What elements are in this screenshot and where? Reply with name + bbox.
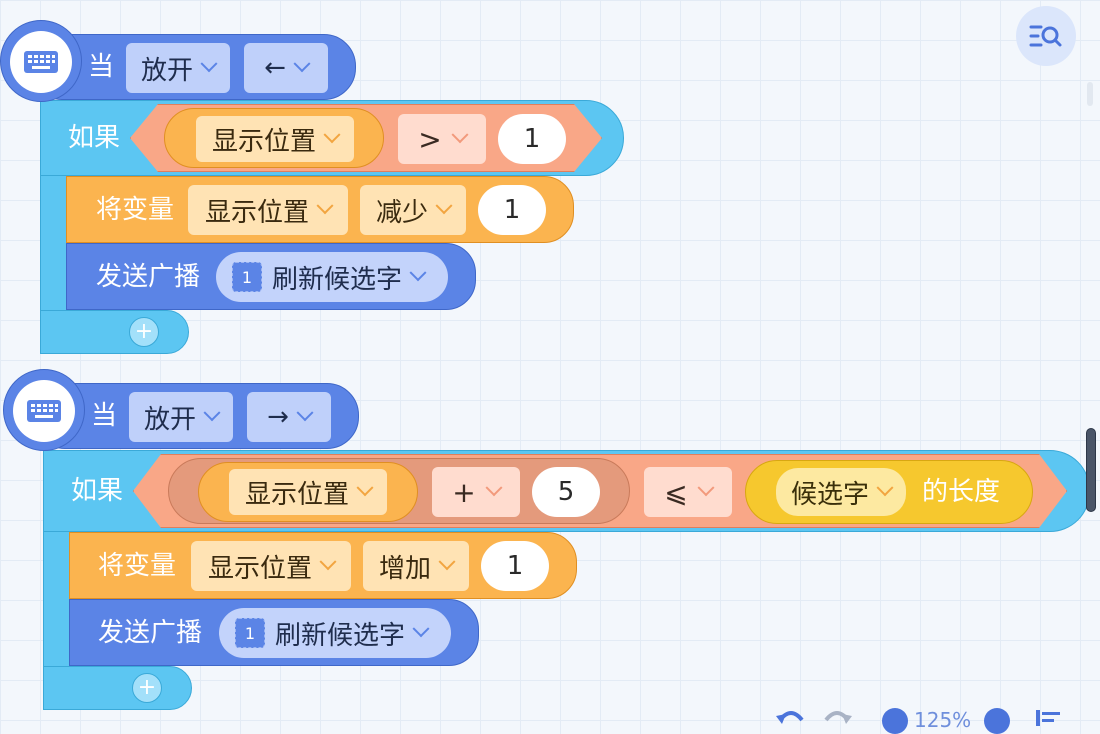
keyboard-icon <box>10 31 72 93</box>
keyboard-icon <box>13 380 75 442</box>
chevron-down-icon <box>435 197 453 215</box>
operator-dropdown-label: > <box>418 122 442 156</box>
broadcast-message-dropdown-2[interactable]: 1 刷新候选字 <box>219 608 451 658</box>
set-variable-var-label: 显示位置 <box>207 553 312 584</box>
chevron-down-icon <box>438 553 456 571</box>
list-dropdown-2[interactable]: 候选字 <box>776 468 906 516</box>
chevron-down-icon <box>323 126 341 144</box>
chevron-down-icon <box>203 404 221 422</box>
number-input-1[interactable]: 1 <box>498 114 566 164</box>
chevron-down-icon <box>409 264 427 282</box>
event-dropdown-label: 放开 <box>140 55 193 86</box>
chevron-down-icon <box>451 126 469 144</box>
variable-dropdown-2[interactable]: 显示位置 <box>229 469 387 515</box>
set-variable-var-dropdown-1[interactable]: 显示位置 <box>188 185 348 235</box>
key-dropdown-1[interactable]: ← <box>244 43 328 93</box>
variable-dropdown-1[interactable]: 显示位置 <box>196 116 354 162</box>
set-variable-op-label: 增加 <box>378 553 431 584</box>
hat-when-label-1: 当 <box>88 52 115 82</box>
align-blocks-icon[interactable] <box>1036 710 1062 726</box>
set-variable-label-2: 将变量 <box>98 551 177 581</box>
broadcast-message-dropdown-1[interactable]: 1 刷新候选字 <box>216 252 448 302</box>
vertical-scrollbar-track-top <box>1087 82 1093 106</box>
chevron-down-icon <box>356 479 374 497</box>
chevron-down-icon <box>319 553 337 571</box>
search-blocks-button[interactable] <box>1016 6 1076 66</box>
chevron-down-icon <box>316 197 334 215</box>
undo-icon[interactable] <box>776 706 806 726</box>
if-label-1: 如果 <box>68 123 121 153</box>
set-variable-op-dropdown-2[interactable]: 增加 <box>363 541 469 591</box>
event-dropdown-1[interactable]: 放开 <box>126 43 230 93</box>
arith-operator-dropdown-2[interactable]: + <box>432 467 520 517</box>
message-icon: 1 <box>235 618 265 648</box>
set-variable-value: 1 <box>506 551 524 581</box>
chevron-down-icon <box>485 479 503 497</box>
redo-icon[interactable] <box>822 706 852 726</box>
add-else-button-1[interactable]: + <box>129 317 159 347</box>
list-search-icon <box>1029 25 1062 47</box>
set-variable-value-1[interactable]: 1 <box>478 185 546 235</box>
zoom-in-button[interactable] <box>984 708 1010 734</box>
number-input-value: 1 <box>523 124 541 154</box>
set-variable-var-dropdown-2[interactable]: 显示位置 <box>191 541 351 591</box>
arith-operator-label: + <box>452 475 476 509</box>
variable-dropdown-label: 显示位置 <box>211 126 316 157</box>
event-dropdown-label: 放开 <box>143 404 196 435</box>
if-label-2: 如果 <box>71 476 124 506</box>
chevron-down-icon <box>876 479 894 497</box>
chevron-down-icon <box>200 55 218 73</box>
add-else-button-2[interactable]: + <box>132 673 162 703</box>
variable-dropdown-label: 显示位置 <box>244 479 349 510</box>
list-dropdown-label: 候选字 <box>790 479 869 510</box>
compare-operator-dropdown-2[interactable]: ⩽ <box>644 467 732 517</box>
chevron-down-icon <box>412 620 430 638</box>
broadcast-message-label: 刷新候选字 <box>272 264 403 295</box>
length-label-2: 的长度 <box>922 477 1001 507</box>
if-add-tab-1 <box>40 310 189 354</box>
chevron-down-icon <box>293 55 311 73</box>
chevron-down-icon <box>296 404 314 422</box>
arith-number-input-2[interactable]: 5 <box>532 467 600 517</box>
chevron-down-icon <box>697 479 715 497</box>
zoom-out-button[interactable] <box>882 708 908 734</box>
set-variable-value: 1 <box>503 195 521 225</box>
operator-dropdown-1[interactable]: > <box>398 114 486 164</box>
key-dropdown-label: ← <box>264 53 286 83</box>
arith-number-value: 5 <box>557 477 575 507</box>
hat-when-label-2: 当 <box>91 401 118 431</box>
message-icon: 1 <box>232 262 262 292</box>
set-variable-op-label: 减少 <box>375 197 428 228</box>
key-dropdown-label: → <box>267 402 289 432</box>
broadcast-label-1: 发送广播 <box>96 262 201 292</box>
set-variable-value-2[interactable]: 1 <box>481 541 549 591</box>
set-variable-var-label: 显示位置 <box>204 197 309 228</box>
vertical-scrollbar-thumb[interactable] <box>1086 428 1096 512</box>
set-variable-op-dropdown-1[interactable]: 减少 <box>360 185 466 235</box>
key-dropdown-2[interactable]: → <box>247 392 331 442</box>
event-dropdown-2[interactable]: 放开 <box>129 392 233 442</box>
broadcast-message-label: 刷新候选字 <box>275 620 406 651</box>
compare-operator-label: ⩽ <box>664 475 688 509</box>
broadcast-label-2: 发送广播 <box>98 618 203 648</box>
if-add-tab-2 <box>43 666 192 710</box>
set-variable-label-1: 将变量 <box>96 195 175 225</box>
zoom-level: 125% <box>914 708 972 732</box>
